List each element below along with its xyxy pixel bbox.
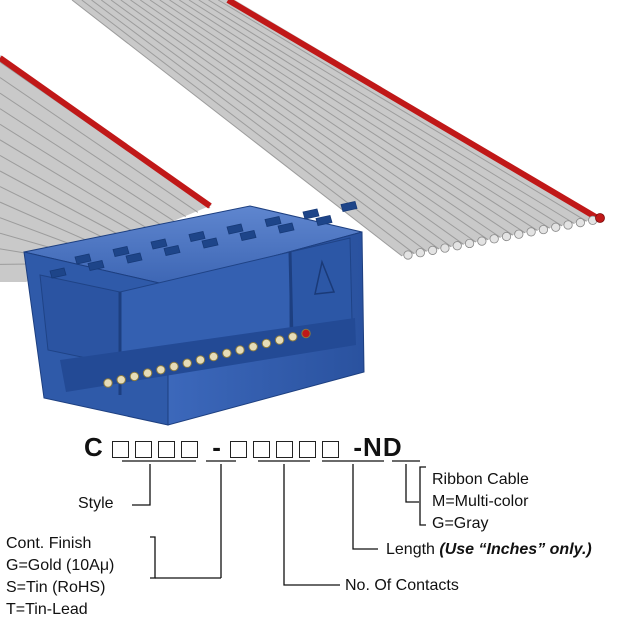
part-code-group-2-box xyxy=(230,440,248,458)
label-finish-tin-lead: T=Tin-Lead xyxy=(6,601,88,618)
label-gray: G=Gray xyxy=(432,515,489,532)
part-code-group-1-box xyxy=(135,440,153,458)
label-length: Length (Use “Inches” only.) xyxy=(386,541,592,559)
part-prefix: C xyxy=(84,432,104,462)
label-contacts: No. Of Contacts xyxy=(345,577,459,594)
label-length-note: (Use “Inches” only.) xyxy=(439,541,592,558)
part-code-group-1-box xyxy=(158,440,176,458)
part-suffix: -ND xyxy=(353,432,403,462)
part-code-group-1 xyxy=(112,432,204,462)
ribbon-cable-right xyxy=(71,0,605,260)
label-multi-color: M=Multi-color xyxy=(432,493,529,510)
triangle-icon xyxy=(314,259,336,295)
label-length-text: Length xyxy=(386,541,435,558)
callout-lines xyxy=(122,460,426,586)
part-code-group-1-box xyxy=(181,440,199,458)
part-code-group-2-box xyxy=(253,440,271,458)
part-code-group-2-box xyxy=(299,440,317,458)
part-code-group-2-box xyxy=(322,440,340,458)
part-dash: - xyxy=(212,432,222,462)
label-finish-gold: G=Gold (10Aμ) xyxy=(6,557,115,574)
label-ribbon-cable: Ribbon Cable xyxy=(432,471,529,488)
label-style: Style xyxy=(78,495,114,512)
part-number: C - -ND xyxy=(84,433,403,461)
part-code-group-1-box xyxy=(112,440,130,458)
part-code-group-2 xyxy=(230,432,345,462)
idc-socket-connector xyxy=(23,201,365,426)
part-code-group-2-box xyxy=(276,440,294,458)
label-finish-tin: S=Tin (RoHS) xyxy=(6,579,106,596)
label-finish-title: Cont. Finish xyxy=(6,535,92,552)
